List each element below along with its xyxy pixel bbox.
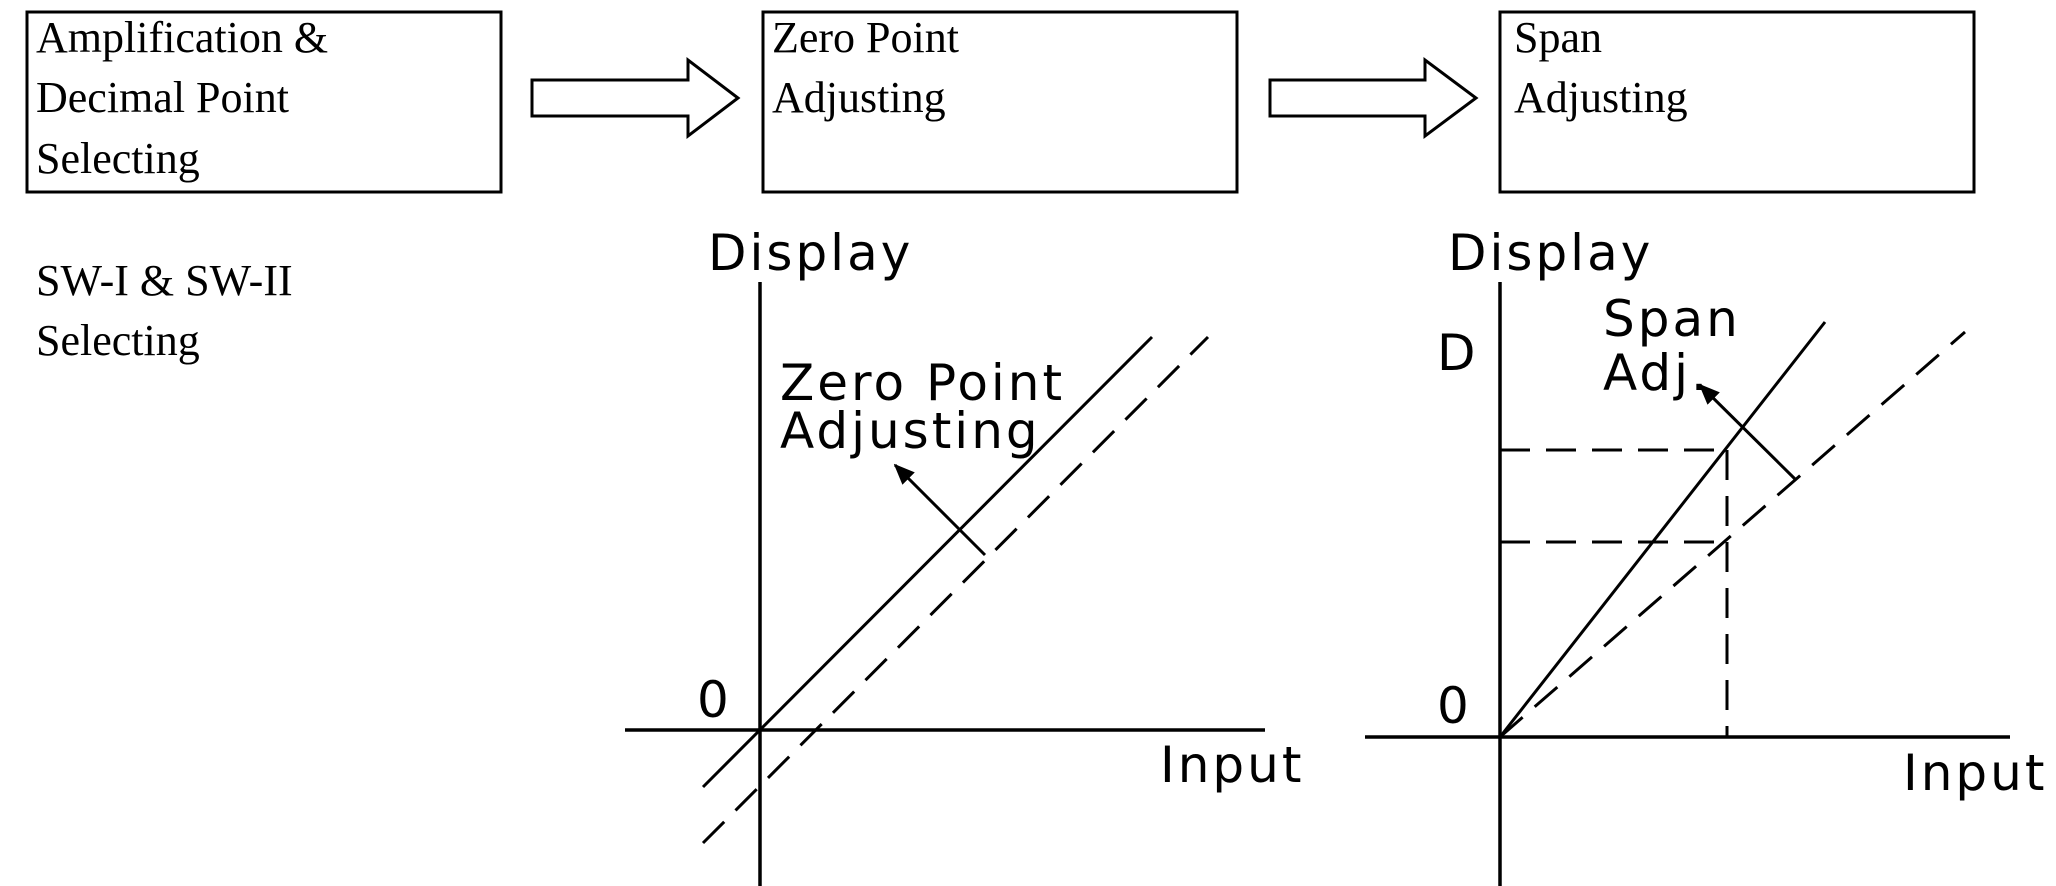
zero-point-graph: Display Input 0 Zero Point Adjusting [625, 224, 1304, 886]
zero-graph-x-label: Input [1160, 736, 1304, 794]
step2-line2: Adjusting [772, 73, 946, 122]
zero-graph-origin-label: 0 [697, 671, 732, 729]
zero-graph-y-label: Display [708, 224, 913, 282]
step-box-span-frame [1498, 10, 1976, 194]
note-line2: Selecting [36, 316, 200, 365]
step1-line1: Amplification & [36, 13, 328, 62]
step1-line2: Decimal Point [36, 73, 289, 122]
span-graph-d-label: D [1437, 324, 1479, 382]
zero-graph-annotation-line2: Adjusting [780, 402, 1041, 460]
span-graph-y-label: Display [1448, 224, 1653, 282]
step3-line2: Adjusting [1514, 73, 1688, 122]
span-graph-x-label: Input [1903, 744, 2047, 802]
span-graph-annotation-line2: Adj. [1603, 344, 1710, 402]
zero-graph-annotation-line1: Zero Point [780, 354, 1065, 412]
span-graph-annotation-line1: Span [1603, 290, 1741, 348]
span-graph-original-line [1499, 330, 1966, 739]
span-graph: Display Input 0 D Span Adj. [1365, 224, 2047, 886]
step-box-amplification-frame [25, 10, 503, 194]
span-graph-origin-label: 0 [1437, 677, 1472, 735]
step3-line1: Span [1514, 13, 1602, 62]
zero-graph-shift-arrow [893, 463, 987, 557]
step-box-zero-point-frame [761, 10, 1239, 194]
step-box-span: Span Adjusting [1498, 10, 1976, 194]
note-line1: SW-I & SW-II [36, 256, 293, 305]
span-graph-adjusted-line [1498, 321, 1827, 738]
step2-line1: Zero Point [772, 13, 959, 62]
flow-arrow-1 [530, 56, 741, 140]
step-box-zero-point: Zero Point Adjusting [761, 10, 1239, 194]
zero-graph-original-line [701, 335, 1210, 845]
zero-graph-adjusted-line [701, 335, 1154, 789]
step1-line3: Selecting [36, 134, 200, 183]
flow-arrow-2 [1268, 57, 1479, 139]
span-graph-rotate-arrow [1698, 383, 1797, 481]
step-box-amplification: Amplification & Decimal Point Selecting [25, 10, 503, 194]
